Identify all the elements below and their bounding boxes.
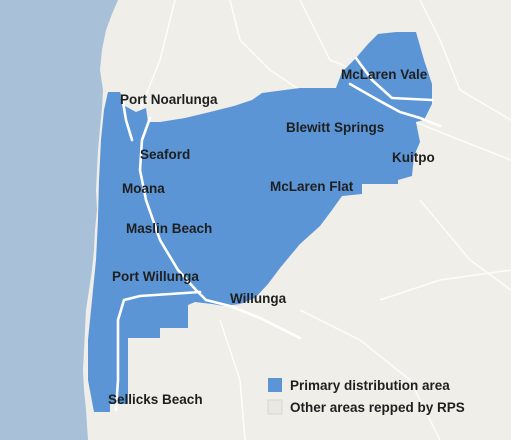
label-port-noarlunga: Port Noarlunga [120,92,218,107]
label-maslin-beach: Maslin Beach [126,221,213,236]
main-roads [114,56,442,412]
legend-primary-swatch [268,378,282,392]
legend-other-swatch [267,399,283,415]
sea-area [0,0,118,440]
label-mclaren-vale: McLaren Vale [341,67,428,82]
label-seaford: Seaford [140,147,191,162]
background-roads [139,0,511,440]
label-moana: Moana [122,181,165,196]
label-mclaren-flat: McLaren Flat [270,179,354,194]
legend-primary-swatch-spacer [268,378,282,392]
label-kuitpo: Kuitpo [392,150,435,165]
legend-item-other: Other areas repped by RPS [268,396,465,418]
legend-other-label: Other areas repped by RPS [290,399,465,415]
label-sellicks-beach: Sellicks Beach [108,392,203,407]
map-legend: Primary distribution area Other areas re… [268,374,465,418]
primary-distribution-area [88,32,432,412]
label-blewitt-springs: Blewitt Springs [286,120,385,135]
legend-item-primary: Primary distribution area [268,374,465,396]
legend-primary-label: Primary distribution area [290,377,450,393]
legend-other-swatch-spacer [268,400,282,414]
label-willunga: Willunga [230,291,287,306]
label-port-willunga: Port Willunga [112,269,199,284]
